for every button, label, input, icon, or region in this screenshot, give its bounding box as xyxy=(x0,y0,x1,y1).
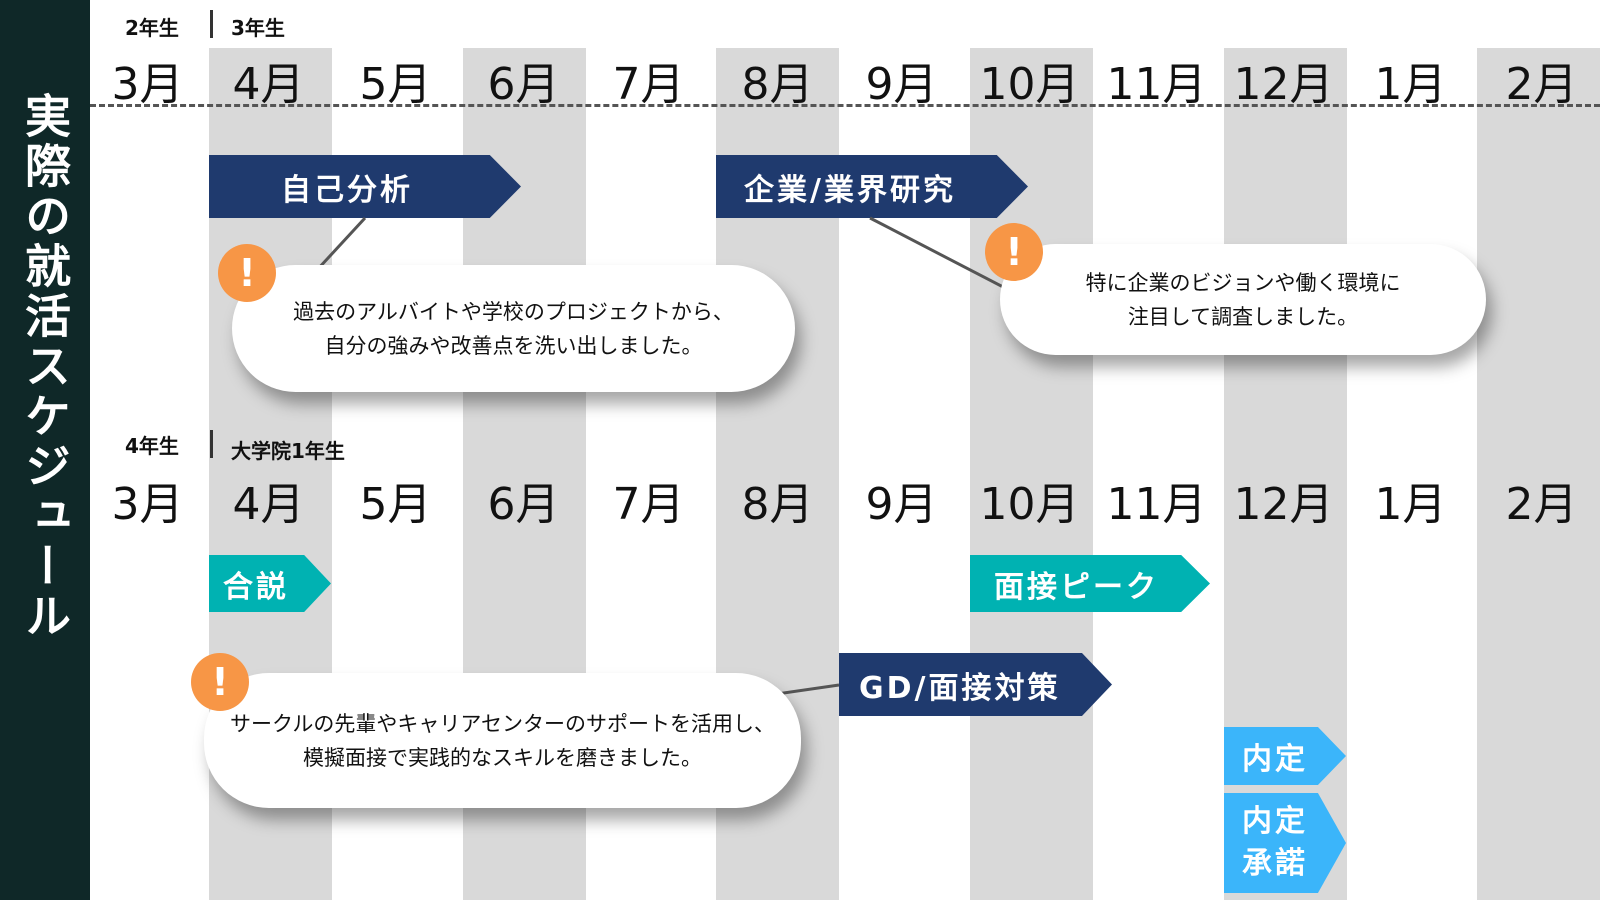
month-label: 5月 xyxy=(359,59,432,110)
month-label: 2月 xyxy=(1505,479,1578,530)
note-text: 特に企業のビジョンや働く環境に xyxy=(1085,270,1401,295)
note-bubble: サークルの先輩やキャリアセンターのサポートを活用し、模擬面接で実践的なスキルを磨… xyxy=(204,673,801,808)
note-bubble: 特に企業のビジョンや働く環境に注目して調査しました。 xyxy=(1000,244,1486,355)
month-label: 12月 xyxy=(1233,479,1334,530)
month-label: 3月 xyxy=(111,479,184,530)
note-text: 自分の強みや改善点を洗い出しました。 xyxy=(324,333,703,358)
note-text: 模擬面接で実践的なスキルを磨きました。 xyxy=(302,745,702,770)
phase-offer-accept-line2: 承諾 xyxy=(1242,846,1308,881)
phase-interview-peak: 面接ピーク xyxy=(970,555,1210,612)
month-label: 6月 xyxy=(487,479,560,530)
dashed-divider xyxy=(90,104,1600,107)
note-bubble: 過去のアルバイトや学校のプロジェクトから、自分の強みや改善点を洗い出しました。 xyxy=(232,265,795,392)
sidebar: 実際の就活スケジュール xyxy=(0,0,90,900)
note-text: 過去のアルバイトや学校のプロジェクトから、 xyxy=(293,299,734,324)
month-label: 9月 xyxy=(865,59,938,110)
note-text: サークルの先輩やキャリアセンターのサポートを活用し、 xyxy=(230,711,775,736)
page-title: 実際の就活スケジュール xyxy=(18,92,72,642)
month-label: 8月 xyxy=(741,59,814,110)
alert-icon: ! xyxy=(191,653,249,711)
month-label: 11月 xyxy=(1106,479,1207,530)
month-label: 1月 xyxy=(1374,479,1447,530)
year-label: 3年生 xyxy=(231,16,285,40)
month-label: 3月 xyxy=(111,59,184,110)
year-label: 大学院1年生 xyxy=(231,439,345,463)
year-label: 4年生 xyxy=(125,434,179,458)
phase-industry-research: 企業/業界研究 xyxy=(716,155,1028,218)
divider xyxy=(210,430,213,458)
phase-offer: 内定 xyxy=(1224,727,1346,785)
month-label: 7月 xyxy=(612,479,685,530)
phase-gd-interview-prep: GD/面接対策 xyxy=(839,653,1112,716)
month-label: 2月 xyxy=(1505,59,1578,110)
alert-icon: ! xyxy=(218,244,276,302)
divider xyxy=(210,10,213,38)
year-label: 2年生 xyxy=(125,16,179,40)
month-label: 10月 xyxy=(979,59,1080,110)
month-label: 9月 xyxy=(865,479,938,530)
month-stripe xyxy=(1477,48,1600,900)
phase-offer-accept: 内定 承諾 xyxy=(1224,793,1346,893)
phase-info-session: 合説 xyxy=(209,555,331,612)
month-label: 6月 xyxy=(487,59,560,110)
month-label: 4月 xyxy=(232,59,305,110)
month-label: 1月 xyxy=(1374,59,1447,110)
month-label: 12月 xyxy=(1233,59,1334,110)
month-label: 8月 xyxy=(741,479,814,530)
month-label: 11月 xyxy=(1106,59,1207,110)
phase-offer-accept-line1: 内定 xyxy=(1242,804,1308,839)
month-label: 5月 xyxy=(359,479,432,530)
month-label: 10月 xyxy=(979,479,1080,530)
month-label: 4月 xyxy=(232,479,305,530)
alert-icon: ! xyxy=(985,223,1043,281)
note-text: 注目して調査しました。 xyxy=(1127,304,1359,329)
month-label: 7月 xyxy=(612,59,685,110)
phase-self-analysis: 自己分析 xyxy=(209,155,521,218)
